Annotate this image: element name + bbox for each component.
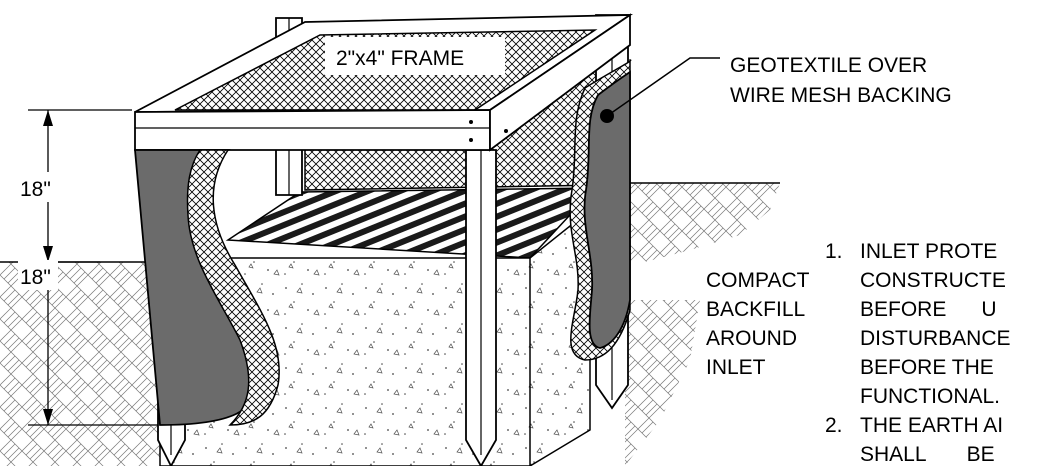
compact-line2: BACKFILL	[706, 298, 805, 321]
compact-backfill-label: COMPACT BACKFILL AROUND INLET	[706, 269, 810, 379]
geotextile-fabric-left	[134, 149, 280, 426]
geotextile-label-line1: GEOTEXTILE OVER	[730, 54, 927, 77]
geotextile-label-line2: WIRE MESH BACKING	[730, 84, 952, 107]
existing-ground	[0, 182, 780, 466]
note-1-line-1: INLET PROTE	[860, 240, 997, 263]
compact-line1: COMPACT	[706, 269, 810, 292]
note-1-line-4: DISTURBANCE	[860, 327, 1011, 350]
frame-label: 2"x4" FRAME	[336, 47, 464, 70]
note-1-line-5: BEFORE THE	[860, 356, 994, 379]
geotextile-leader	[606, 57, 720, 117]
inlet-grate	[225, 187, 597, 259]
notes-block: 1. INLET PROTE CONSTRUCTE BEFORE U DISTU…	[825, 240, 1011, 466]
note-1-line-2: CONSTRUCTE	[860, 269, 1006, 292]
dimension-upper-label: 18"	[20, 178, 51, 201]
note-1-line-6: FUNCTIONAL.	[860, 385, 1000, 408]
note-2-line-1: THE EARTH AI	[860, 414, 1003, 437]
note-1-number: 1.	[825, 240, 843, 263]
geotextile-fabric-right	[569, 59, 632, 361]
dimension-lines	[18, 109, 158, 426]
compact-line3: AROUND	[706, 327, 797, 350]
note-2-number: 2.	[825, 414, 843, 437]
dimension-lower-label: 18"	[20, 266, 51, 289]
note-2-line-2: SHALL BE	[860, 443, 995, 466]
frame-label-box	[325, 37, 505, 75]
note-1-line-3: BEFORE U	[860, 298, 997, 321]
compact-line4: INLET	[706, 356, 766, 379]
